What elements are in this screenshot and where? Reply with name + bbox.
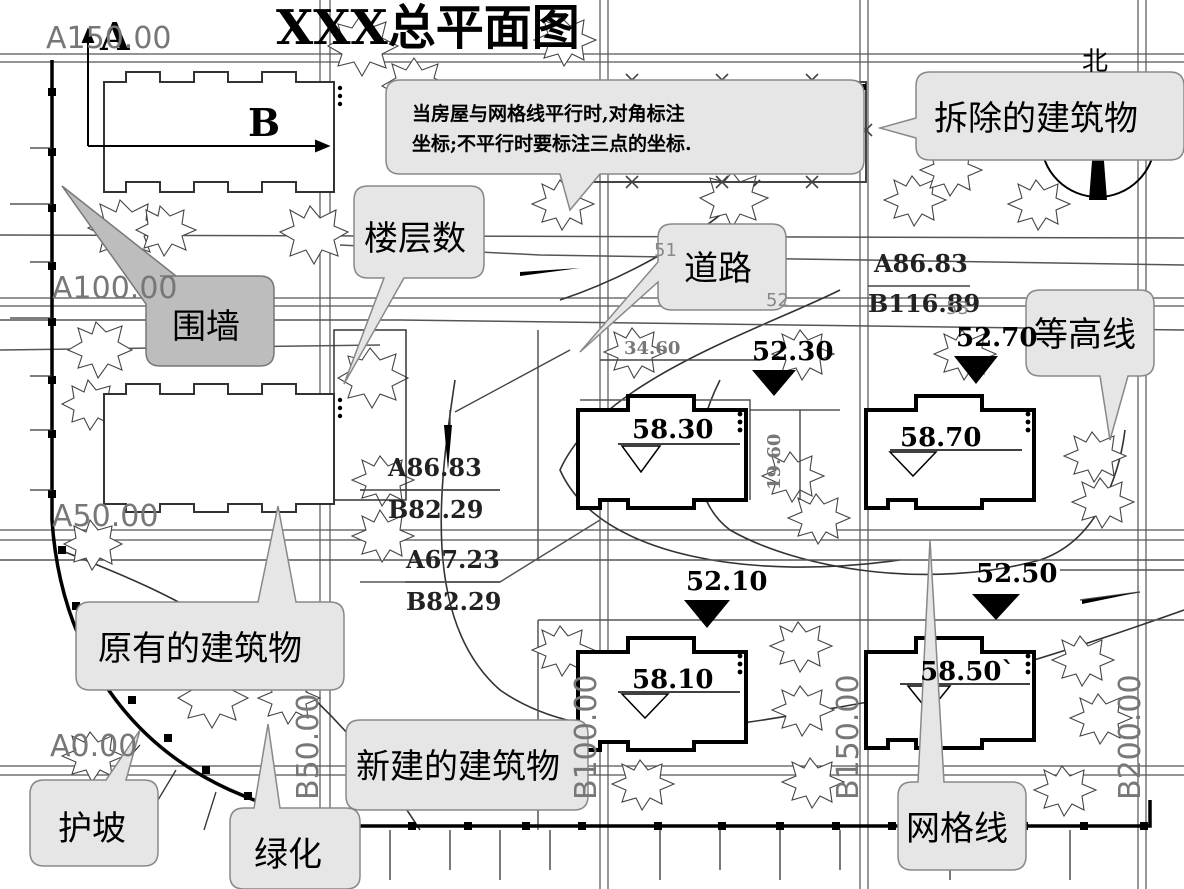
- contour-value-51: 51: [654, 240, 677, 261]
- callout-contour: 等高线: [1034, 315, 1136, 355]
- callout-slope: 护坡: [58, 809, 126, 849]
- contour-value-53: 53: [946, 298, 969, 319]
- north-label: 北: [1082, 47, 1108, 77]
- grid-label-a150: A150.00: [46, 21, 172, 56]
- building-elev-b3: 58.10: [632, 665, 713, 695]
- callout-demolished: 拆除的建筑物: [934, 99, 1138, 139]
- dimension-labels: 34.60 19.60: [624, 338, 785, 490]
- plan-title: XXX总平面图: [276, 0, 580, 56]
- note-line-2: 坐标;不平行时要标注三点的坐标.: [412, 132, 692, 155]
- new-building-1: [576, 394, 748, 510]
- coord-c3-a: A67.23: [405, 545, 500, 574]
- grid-label-b50: B50.00: [291, 694, 326, 800]
- coordinate-labels: A86.83 B116.89 A86.83 B82.29 A67.23 B82.…: [387, 249, 980, 616]
- coord-c1-a: A86.83: [873, 249, 968, 278]
- dim-d2: 19.60: [764, 434, 785, 490]
- grid-label-a50: A50.00: [52, 499, 158, 534]
- elevation-markers: [684, 356, 1020, 628]
- new-building-4: [864, 636, 1036, 750]
- coord-c2-b: B82.29: [388, 495, 483, 524]
- coord-c1-b: B116.89: [868, 289, 980, 318]
- grid-labels-a: A150.00 A100.00 A50.00 A0.00: [46, 21, 178, 764]
- building-elevations: 58.30 58.70 58.10 58.50`: [632, 415, 1014, 695]
- grid-label-b100: B100.00: [569, 674, 604, 800]
- elevation-e4: 52.50: [976, 559, 1057, 589]
- elevation-e3: 52.10: [686, 567, 767, 597]
- contour-values: 51 52 53: [654, 240, 969, 319]
- callout-wall: 围墙: [172, 307, 240, 347]
- grid-label-b150: B150.00: [831, 674, 866, 800]
- axis-arrows: [81, 27, 331, 153]
- new-building-3: [576, 636, 748, 752]
- axis-label-b: B: [248, 100, 280, 145]
- north-arrow-small: [444, 425, 452, 470]
- callout-existing: 原有的建筑物: [98, 629, 302, 669]
- elevation-e1: 52.30: [752, 337, 833, 367]
- building-elev-b4: 58.50`: [920, 657, 1014, 687]
- road-arrow: [520, 268, 580, 276]
- callout-grid: 网格线: [906, 809, 1008, 849]
- elevation-values: 52.30 52.70 52.10 52.50: [686, 323, 1057, 597]
- axis-label-a: A: [99, 14, 130, 59]
- note-line-1: 当房屋与网格线平行时,对角标注: [412, 102, 685, 125]
- coord-c3-b: B82.29: [406, 587, 501, 616]
- grid-label-a100: A100.00: [52, 271, 178, 306]
- road-arrow-2: [1082, 592, 1140, 604]
- dim-d1: 34.60: [624, 338, 680, 359]
- grid-label-a0: A0.00: [50, 729, 137, 764]
- callout-greening: 绿化: [254, 835, 322, 875]
- grid-labels-b: B50.00 B100.00 B150.00 B200.00: [291, 674, 1148, 800]
- new-building-2: [864, 394, 1036, 510]
- grid-label-b200: B200.00: [1113, 674, 1148, 800]
- building-elev-b1: 58.30: [632, 415, 713, 445]
- callout-floors: 楼层数: [364, 219, 466, 259]
- building-elev-b2: 58.70: [900, 423, 981, 453]
- elevation-e2: 52.70: [956, 323, 1037, 353]
- existing-building-top: [103, 71, 343, 193]
- contour-value-52: 52: [766, 290, 789, 311]
- existing-building-middle: [103, 329, 407, 513]
- callout-bubbles: [29, 71, 1184, 889]
- coord-c2-a: A86.83: [387, 453, 482, 482]
- callout-new-building: 新建的建筑物: [356, 747, 560, 787]
- coordinate-leaders: [360, 285, 970, 583]
- callout-road: 道路: [684, 249, 752, 289]
